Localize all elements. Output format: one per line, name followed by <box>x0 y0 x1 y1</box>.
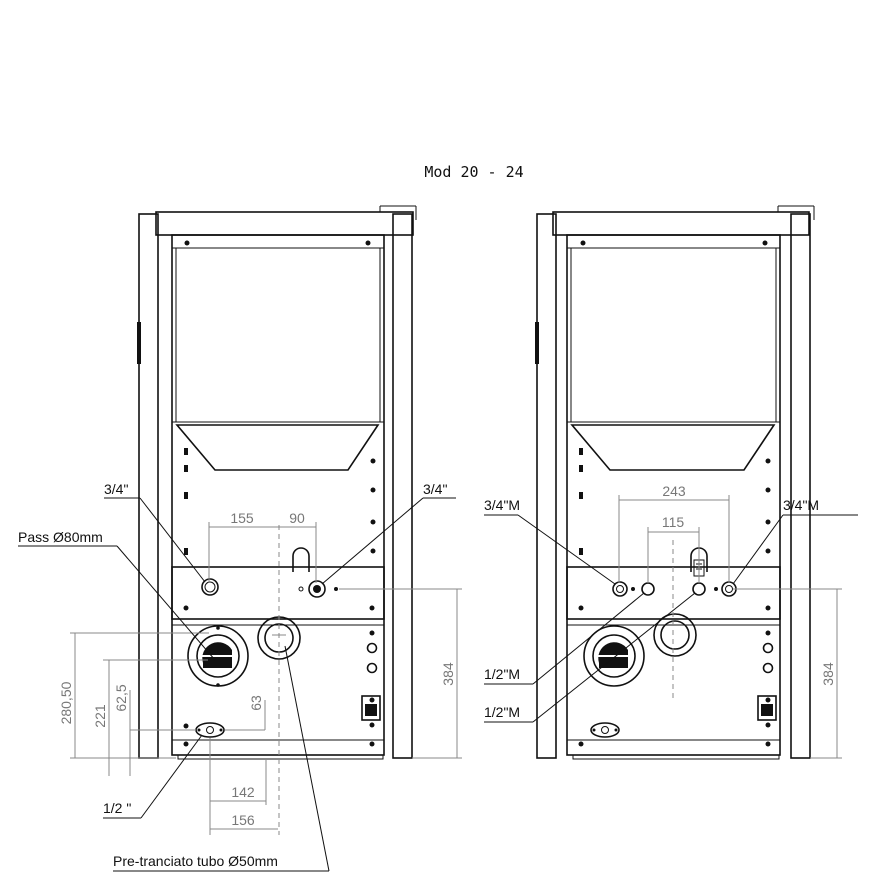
label-1-2-m-upper: 1/2"M <box>484 666 520 682</box>
right-unit-fittings <box>583 547 777 738</box>
label-3-4-left: 3/4" <box>104 481 128 497</box>
left-unit-outline <box>137 205 417 760</box>
dim-115: 115 <box>662 514 685 530</box>
dim-280-50: 280,50 <box>58 681 74 724</box>
label-3-4-right: 3/4" <box>423 481 447 497</box>
dim-243: 243 <box>662 483 686 499</box>
right-unit-holes <box>578 240 774 747</box>
label-pass-80mm: Pass Ø80mm <box>18 529 103 545</box>
label-1-2-gas: 1/2 " <box>103 800 131 816</box>
dim-63: 63 <box>248 695 264 711</box>
label-1-2-m-lower: 1/2"M <box>484 704 520 720</box>
label-3-4-m-left: 3/4"M <box>484 497 520 513</box>
label-3-4-m-right: 3/4"M <box>783 497 819 513</box>
label-pre-cut-50mm: Pre-tranciato tubo Ø50mm <box>113 853 278 869</box>
right-unit-outline <box>535 205 815 760</box>
left-leader-lines <box>18 497 456 872</box>
dim-156: 156 <box>231 812 255 828</box>
dim-384-right: 384 <box>820 662 836 686</box>
left-dimension-lines <box>70 522 462 835</box>
dim-142: 142 <box>231 784 255 800</box>
drawing-title: Mod 20 - 24 <box>424 163 523 181</box>
dim-221: 221 <box>92 704 108 728</box>
dim-384-left: 384 <box>440 662 456 686</box>
dim-62-5: 62,5 <box>113 684 129 711</box>
right-dimension-lines <box>618 495 842 759</box>
dim-155: 155 <box>230 510 254 526</box>
right-leader-lines <box>484 514 858 723</box>
left-unit-fittings <box>187 547 381 738</box>
left-unit-holes <box>183 240 378 747</box>
dim-90: 90 <box>289 510 305 526</box>
